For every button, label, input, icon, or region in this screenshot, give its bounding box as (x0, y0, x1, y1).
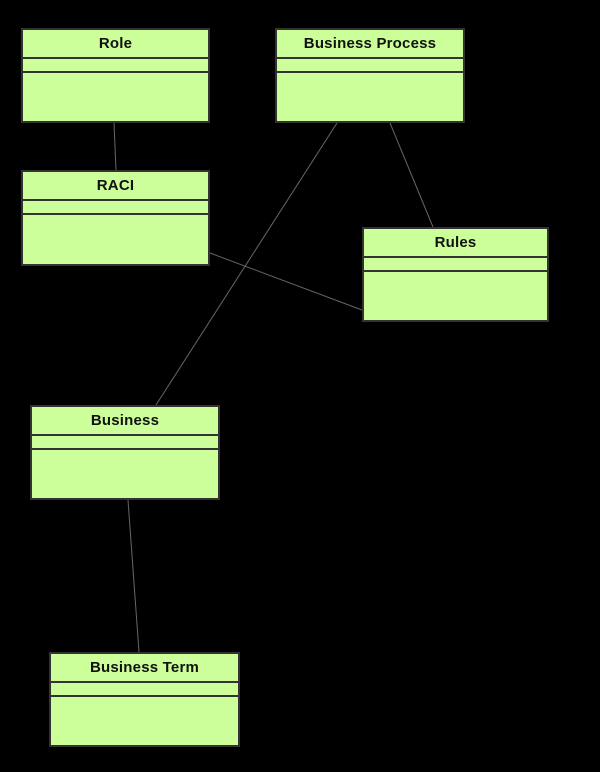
class-node-title: Role (98, 35, 133, 52)
class-node-title: Business Process (303, 35, 437, 52)
edge-role-raci[interactable] (113, 122, 117, 171)
class-node-operations (51, 697, 238, 745)
class-node-title: RACI (96, 177, 135, 194)
class-node-attributes (23, 199, 208, 215)
edge-business-business-term[interactable] (127, 499, 140, 653)
class-node-operations (23, 215, 208, 264)
class-node-operations (23, 73, 208, 121)
class-node-attributes (364, 256, 547, 272)
class-node-rules[interactable]: Rules (362, 227, 549, 322)
class-node-attributes (23, 57, 208, 73)
class-node-title: Rules (434, 234, 477, 251)
edge-business-process-rules[interactable] (389, 122, 434, 228)
class-node-operations (32, 450, 218, 498)
class-node-business[interactable]: Business (30, 405, 220, 500)
class-node-operations (364, 272, 547, 320)
class-node-business-term[interactable]: Business Term (49, 652, 240, 747)
class-node-attributes (277, 57, 463, 73)
class-node-business-process[interactable]: Business Process (275, 28, 465, 123)
class-node-raci[interactable]: RACI (21, 170, 210, 266)
edge-raci-rules[interactable] (209, 252, 363, 311)
class-node-operations (277, 73, 463, 121)
edge-business-process-business[interactable] (155, 122, 338, 406)
class-node-title: Business (90, 412, 160, 429)
class-node-attributes (32, 434, 218, 450)
class-node-attributes (51, 681, 238, 697)
class-node-title: Business Term (89, 659, 200, 676)
class-node-role[interactable]: Role (21, 28, 210, 123)
